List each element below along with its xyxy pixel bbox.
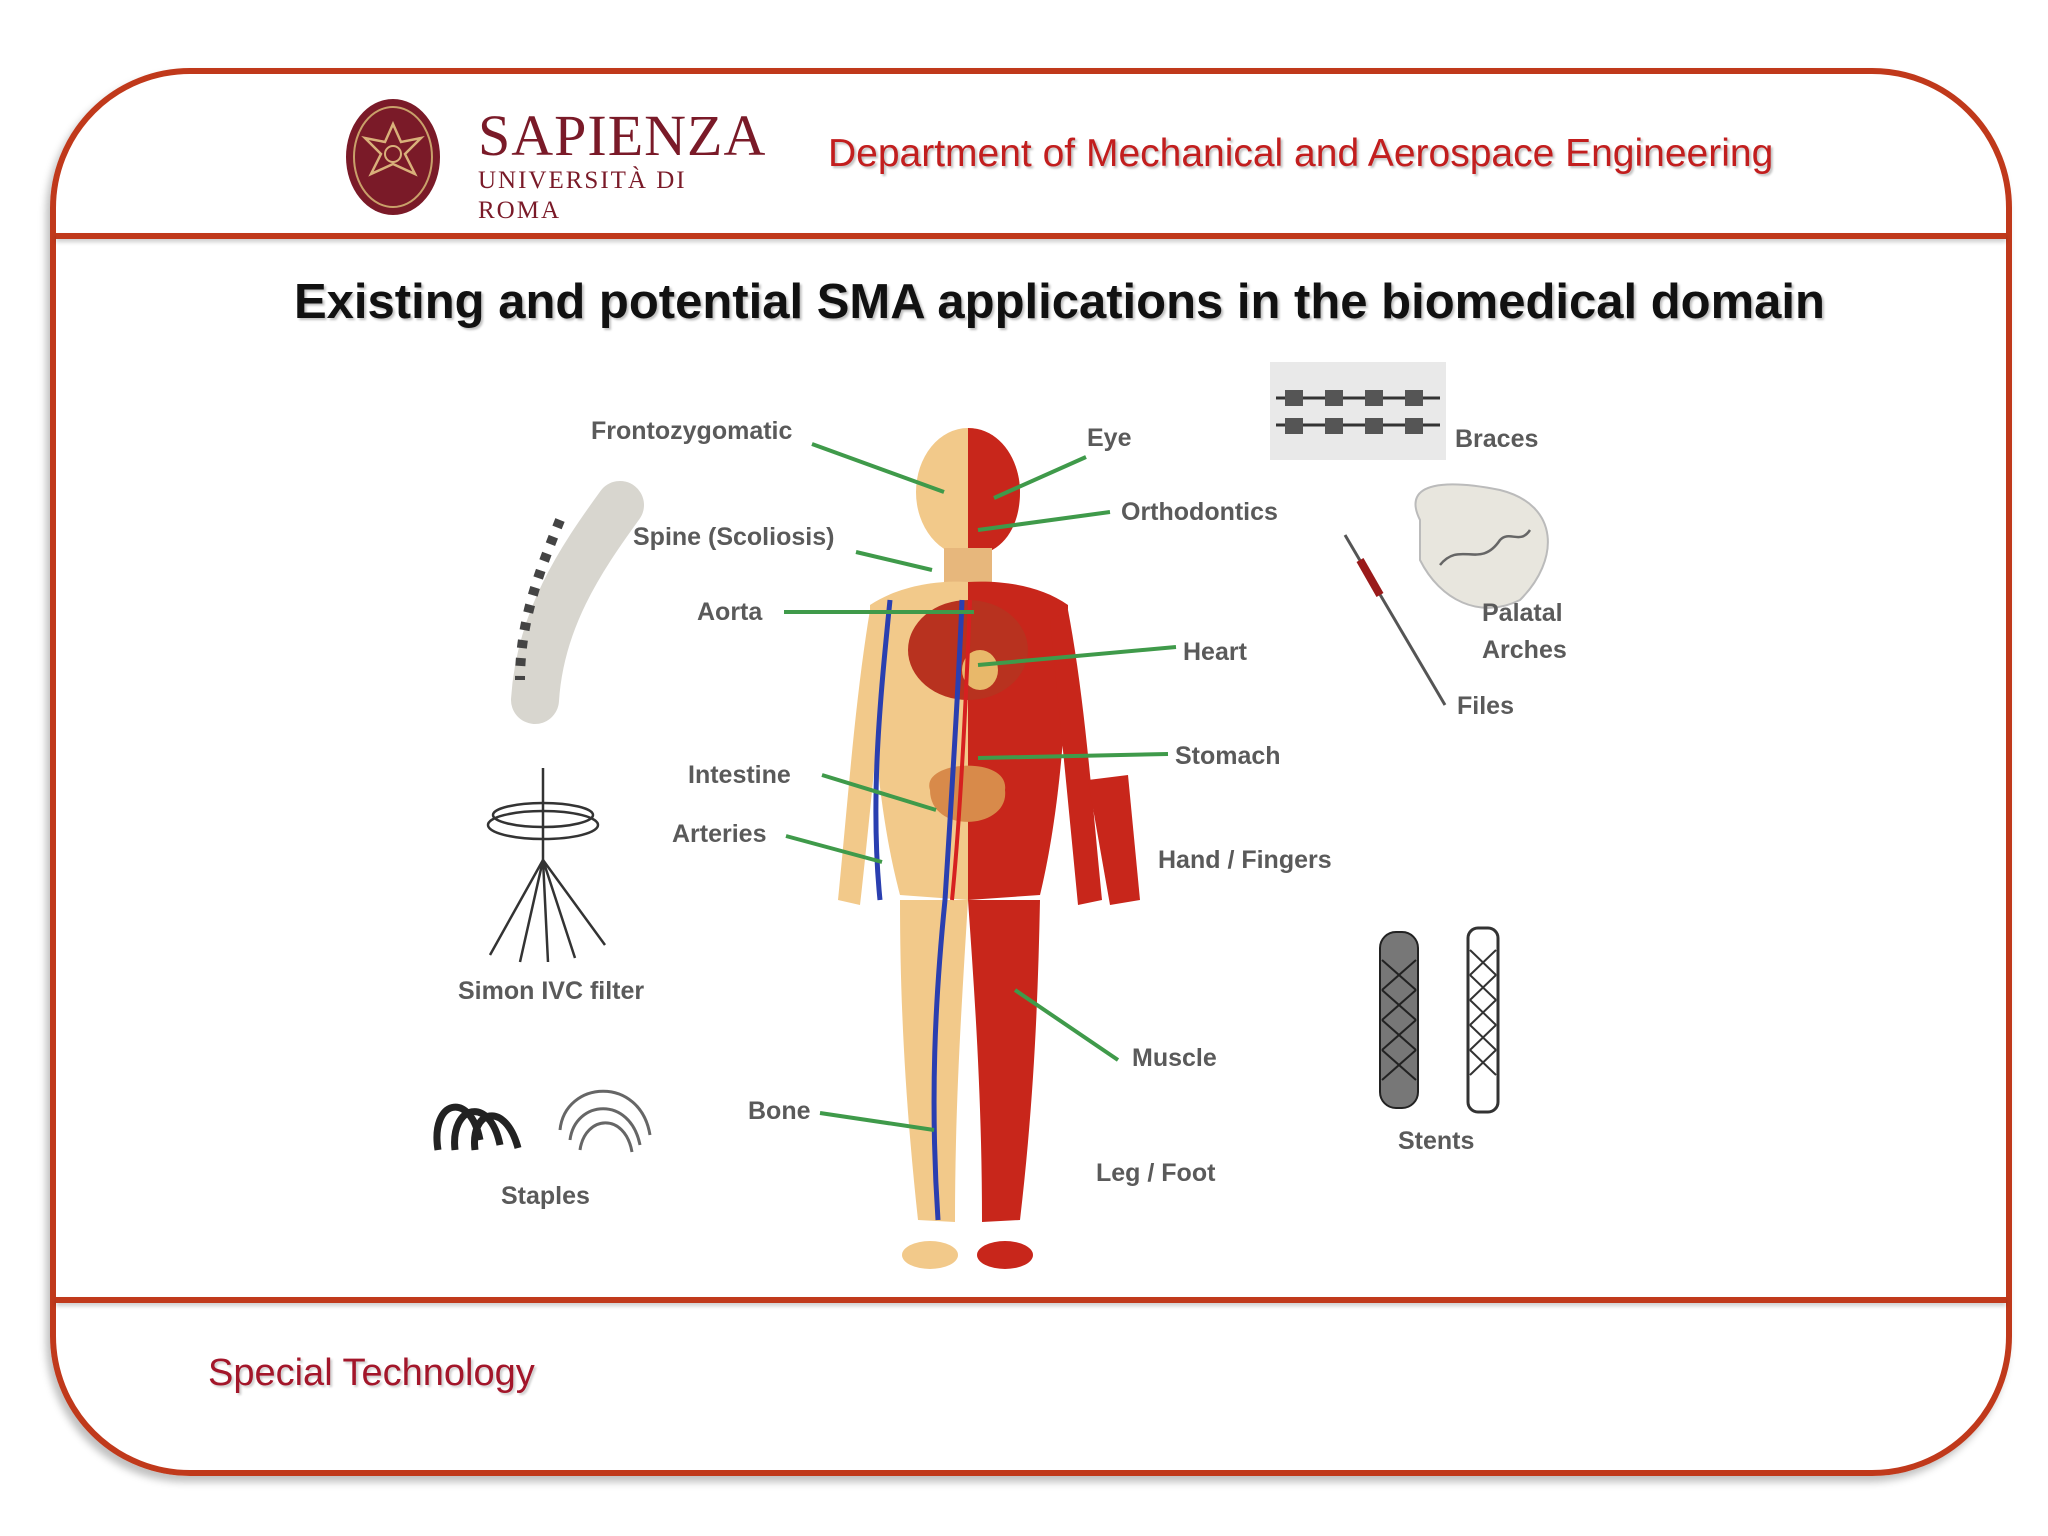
label-stomach: Stomach	[1175, 742, 1281, 770]
label-leg-foot: Leg / Foot	[1096, 1159, 1216, 1187]
leader-lines	[784, 442, 1177, 1132]
label-stents: Stents	[1398, 1127, 1475, 1155]
header-divider	[56, 233, 2006, 239]
label-orthodontics: Orthodontics	[1121, 498, 1278, 526]
department-name: Department of Mechanical and Aerospace E…	[828, 132, 1774, 175]
slide-title: Existing and potential SMA applications …	[294, 275, 1825, 329]
label-hand-fingers: Hand / Fingers	[1158, 846, 1332, 874]
footer-divider	[56, 1297, 2006, 1303]
label-staples: Staples	[501, 1182, 590, 1210]
logo-wordmark-line1: SAPIENZA	[478, 103, 767, 168]
staples-illustration	[433, 1089, 652, 1153]
logo-wordmark-line2: UNIVERSITÀ DI ROMA	[478, 167, 687, 224]
label-simon-ivc-filter: Simon IVC filter	[458, 977, 645, 1005]
label-muscle: Muscle	[1132, 1044, 1217, 1072]
label-arteries: Arteries	[672, 820, 767, 848]
braces-illustration	[1270, 362, 1446, 460]
palatal-arches-illustration	[1414, 483, 1549, 609]
label-eye: Eye	[1087, 424, 1132, 452]
footer-text: Special Technology	[208, 1352, 535, 1394]
label-bone: Bone	[748, 1097, 811, 1125]
university-seal-icon	[346, 99, 440, 215]
logo-wordmark: SAPIENZA UNIVERSITÀ DI ROMA	[478, 106, 766, 226]
label-heart: Heart	[1183, 638, 1247, 666]
label-files: Files	[1457, 692, 1514, 720]
label-aorta: Aorta	[697, 598, 763, 626]
spine-illustration	[511, 481, 644, 724]
university-logo: SAPIENZA UNIVERSITÀ DI ROMA	[343, 96, 765, 226]
label-arches: Arches	[1482, 636, 1567, 664]
slide-frame	[50, 68, 2012, 1476]
endodontic-file-illustration	[1343, 534, 1447, 706]
label-frontozygomatic: Frontozygomatic	[591, 417, 793, 445]
stents-illustration	[1379, 926, 1500, 1114]
label-spine: Spine (Scoliosis)	[633, 523, 835, 551]
simon-ivc-filter-illustration	[486, 768, 607, 963]
label-palatal: Palatal	[1482, 599, 1563, 627]
label-intestine: Intestine	[688, 761, 791, 789]
human-body-illustration	[838, 428, 1140, 1269]
label-braces: Braces	[1455, 425, 1539, 453]
